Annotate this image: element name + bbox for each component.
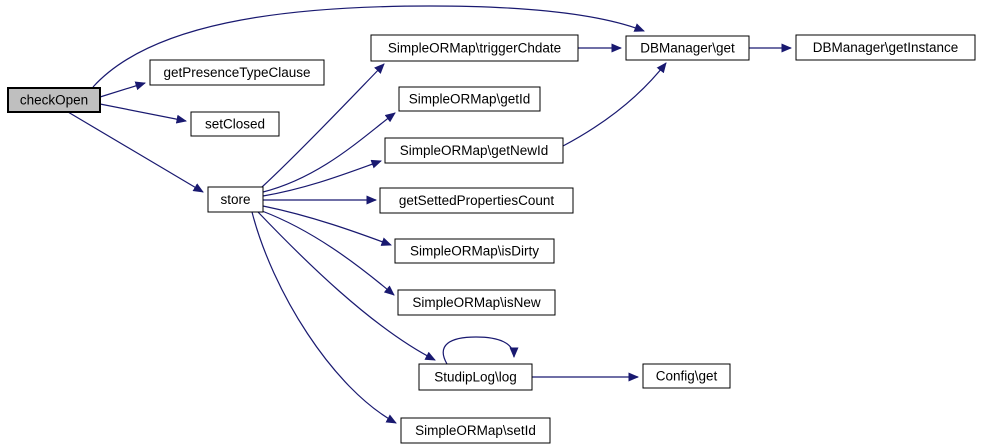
edge-checkOpen-to-store [67,111,204,193]
node-dbGet[interactable]: DBManager\get [625,35,750,61]
node-configGet-box [642,363,731,389]
node-store[interactable]: store [207,186,264,213]
edge-store-to-getNewId [262,159,382,197]
node-configGet-label: Config\get [656,369,718,384]
node-studipLog-label: StudipLog\log [434,370,517,385]
node-dbGet-label: DBManager\get [640,41,735,56]
node-checkOpen-label: checkOpen [20,93,88,108]
node-configGet[interactable]: Config\get [642,363,731,389]
node-dbGetInstance-label: DBManager\getInstance [813,40,959,55]
node-triggerChdate[interactable]: SimpleORMap\triggerChdate [370,34,579,62]
node-dbGet-box [625,35,750,61]
edge-checkOpen-to-setClosed [99,103,187,124]
edge-studipLog-self-loop [442,336,519,365]
edge-checkOpen-to-dbGet [92,5,645,88]
node-getPresenceTypeClause[interactable]: getPresenceTypeClause [149,59,325,86]
node-isDirty-label: SimpleORMap\isDirty [410,244,539,259]
node-setClosed-box [190,111,280,137]
node-checkOpen[interactable]: checkOpen [7,87,101,113]
nodes-layer: checkOpen getPresenceTypeClause setClose… [7,34,976,444]
edge-store-to-setId [251,211,397,424]
node-setId[interactable]: SimpleORMap\setId [400,417,551,444]
node-dbGetInstance[interactable]: DBManager\getInstance [795,34,976,61]
node-getPresenceTypeClause-box [149,59,325,86]
edge-store-to-isNew [261,210,395,296]
node-getPresenceTypeClause-label: getPresenceTypeClause [163,65,310,80]
node-store-label: store [220,192,250,207]
node-getId-box [398,86,541,112]
edge-store-to-isDirty [262,205,392,246]
node-setId-label: SimpleORMap\setId [415,423,536,438]
edge-checkOpen-to-getPresenceTypeClause [99,81,146,98]
node-studipLog-box [418,363,533,391]
node-getId[interactable]: SimpleORMap\getId [398,86,541,112]
node-isDirty-box [394,238,555,264]
node-checkOpen-box [7,87,101,113]
node-studipLog[interactable]: StudipLog\log [418,363,533,391]
edge-store-to-getId [262,112,396,193]
node-triggerChdate-box [370,34,579,62]
node-getSettedPropertiesCount[interactable]: getSettedPropertiesCount [379,187,574,214]
node-getSettedPropertiesCount-box [379,187,574,214]
edge-store-to-studipLog [257,211,436,361]
node-isNew-label: SimpleORMap\isNew [412,295,541,310]
node-store-box [207,186,264,213]
node-setClosed-label: setClosed [205,117,265,132]
node-getNewId[interactable]: SimpleORMap\getNewId [384,137,564,164]
node-setId-box [400,417,551,444]
edge-store-to-triggerChdate [261,63,385,188]
node-isNew[interactable]: SimpleORMap\isNew [397,289,556,316]
node-triggerChdate-label: SimpleORMap\triggerChdate [388,41,561,56]
node-getNewId-box [384,137,564,164]
node-isNew-box [397,289,556,316]
node-getNewId-label: SimpleORMap\getNewId [400,143,549,158]
node-getSettedPropertiesCount-label: getSettedPropertiesCount [399,193,555,208]
edge-getNewId-to-dbGet [562,62,667,147]
node-isDirty[interactable]: SimpleORMap\isDirty [394,238,555,264]
node-getId-label: SimpleORMap\getId [409,92,531,107]
edges-layer [67,5,792,424]
node-setClosed[interactable]: setClosed [190,111,280,137]
node-dbGetInstance-box [795,34,976,61]
